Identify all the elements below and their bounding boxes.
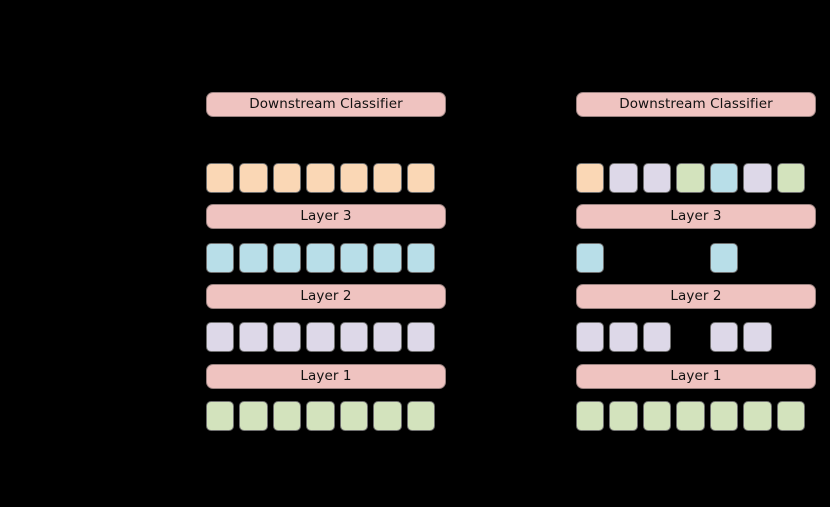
token-row-layer3-input-right bbox=[576, 243, 816, 273]
token-orange bbox=[272, 163, 302, 193]
token-lavender bbox=[609, 322, 638, 352]
token-green bbox=[576, 401, 605, 431]
token-green bbox=[676, 401, 705, 431]
panel-left: Downstream Classifier Layer 3 Layer 2 La… bbox=[206, 0, 446, 507]
token-blue bbox=[306, 243, 335, 273]
token-slot-empty bbox=[676, 243, 704, 273]
token-lavender bbox=[642, 163, 672, 193]
token-slot-empty bbox=[777, 243, 805, 273]
token-green bbox=[373, 401, 402, 431]
layer-1-bar-left: Layer 1 bbox=[206, 364, 446, 389]
layer-3-bar-left: Layer 3 bbox=[206, 204, 446, 229]
token-row-input-left bbox=[206, 401, 446, 431]
token-blue bbox=[576, 243, 605, 273]
token-row-output-left bbox=[206, 163, 446, 193]
layer-3-bar-right: Layer 3 bbox=[576, 204, 816, 229]
token-lavender bbox=[339, 322, 369, 352]
token-slot-empty bbox=[777, 322, 805, 352]
token-lavender bbox=[743, 163, 772, 193]
downstream-classifier-bar-right: Downstream Classifier bbox=[576, 92, 816, 117]
downstream-classifier-bar-left: Downstream Classifier bbox=[206, 92, 446, 117]
token-green bbox=[642, 401, 672, 431]
token-blue bbox=[373, 243, 402, 273]
token-row-output-right bbox=[576, 163, 816, 193]
token-blue bbox=[239, 243, 268, 273]
layer-2-bar-right: Layer 2 bbox=[576, 284, 816, 309]
token-orange bbox=[206, 163, 235, 193]
token-green bbox=[339, 401, 369, 431]
token-blue bbox=[206, 243, 235, 273]
token-blue bbox=[709, 163, 739, 193]
token-lavender bbox=[206, 322, 235, 352]
token-row-layer3-input-left bbox=[206, 243, 446, 273]
token-lavender bbox=[239, 322, 268, 352]
token-orange bbox=[239, 163, 268, 193]
token-row-layer2-input-left bbox=[206, 322, 446, 352]
layer-1-bar-right: Layer 1 bbox=[576, 364, 816, 389]
token-orange bbox=[339, 163, 369, 193]
token-lavender bbox=[272, 322, 302, 352]
layer-2-bar-left: Layer 2 bbox=[206, 284, 446, 309]
token-green bbox=[776, 401, 806, 431]
token-lavender bbox=[709, 322, 739, 352]
token-slot-empty bbox=[676, 322, 704, 352]
token-orange bbox=[406, 163, 436, 193]
token-slot-empty bbox=[743, 243, 771, 273]
token-blue bbox=[272, 243, 302, 273]
token-lavender bbox=[743, 322, 772, 352]
token-orange bbox=[576, 163, 605, 193]
token-row-layer2-input-right bbox=[576, 322, 816, 352]
token-green bbox=[206, 401, 235, 431]
token-slot-empty bbox=[609, 243, 637, 273]
token-lavender bbox=[576, 322, 605, 352]
token-blue bbox=[709, 243, 739, 273]
token-slot-empty bbox=[643, 243, 671, 273]
token-lavender bbox=[373, 322, 402, 352]
token-orange bbox=[306, 163, 335, 193]
token-green bbox=[709, 401, 739, 431]
token-green bbox=[406, 401, 436, 431]
token-green bbox=[272, 401, 302, 431]
token-green bbox=[306, 401, 335, 431]
panel-right: Downstream Classifier Layer 3 Layer 2 La… bbox=[576, 0, 816, 507]
token-blue bbox=[406, 243, 436, 273]
token-green bbox=[609, 401, 638, 431]
token-green bbox=[676, 163, 705, 193]
token-blue bbox=[339, 243, 369, 273]
token-lavender bbox=[642, 322, 672, 352]
token-lavender bbox=[406, 322, 436, 352]
token-green bbox=[776, 163, 806, 193]
token-orange bbox=[373, 163, 402, 193]
token-green bbox=[743, 401, 772, 431]
token-lavender bbox=[306, 322, 335, 352]
token-green bbox=[239, 401, 268, 431]
token-row-input-right bbox=[576, 401, 816, 431]
token-lavender bbox=[609, 163, 638, 193]
